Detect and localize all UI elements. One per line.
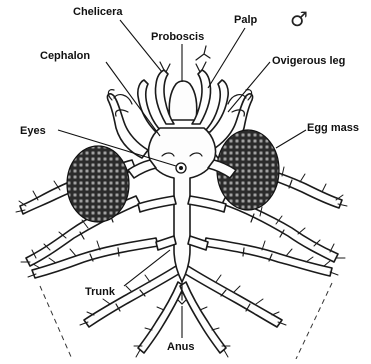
proboscis-shape [169, 81, 197, 120]
label-trunk: Trunk [85, 286, 116, 298]
leader-egg-mass [276, 130, 306, 148]
label-eyes: Eyes [20, 125, 46, 137]
label-egg-mass: Egg mass [307, 122, 359, 134]
leg-left-3 [28, 238, 158, 278]
dashed-guide-right [296, 283, 332, 359]
label-anus: Anus [167, 341, 195, 353]
label-cephalon: Cephalon [40, 50, 90, 62]
label-chelicera: Chelicera [73, 6, 123, 18]
leader-chelicera [120, 20, 162, 72]
dashed-guide-left [40, 286, 72, 359]
male-symbol: ♂ [290, 7, 308, 31]
label-proboscis: Proboscis [151, 31, 204, 43]
label-ovigerous-leg: Ovigerous leg [272, 55, 345, 67]
label-palp: Palp [234, 14, 258, 26]
egg-mass-left [67, 146, 129, 222]
leader-palp [208, 28, 245, 88]
